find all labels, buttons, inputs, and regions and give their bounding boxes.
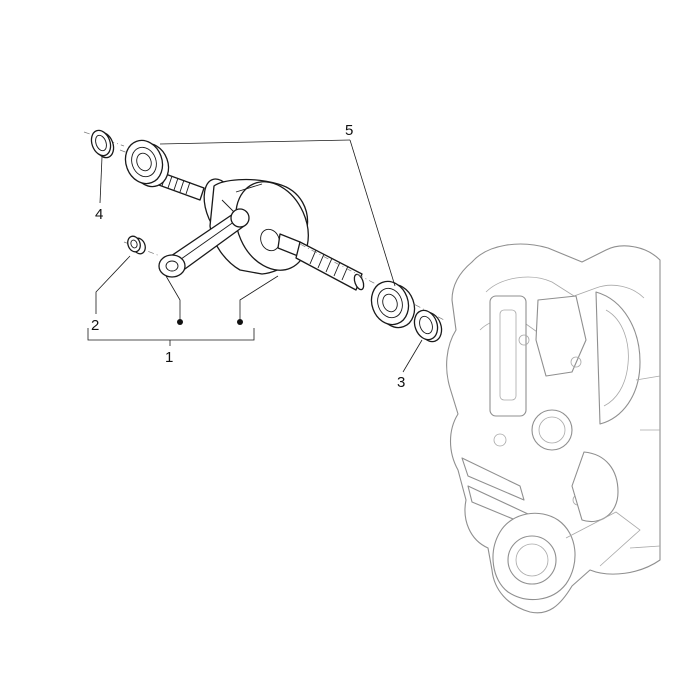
callout-5: 5 <box>345 122 353 139</box>
callout-1: 1 <box>165 349 173 366</box>
ball-bearing-right <box>370 280 416 329</box>
needle-bearing <box>123 235 161 257</box>
oil-seal-left <box>83 129 125 159</box>
ball-bearing-left <box>119 139 170 188</box>
crankshaft-assembly <box>149 167 445 321</box>
callout-2: 2 <box>91 317 99 334</box>
leader-lines <box>87 139 423 373</box>
crankcase-housing <box>446 243 661 614</box>
marker-dot-1 <box>177 319 183 325</box>
oil-seal-right <box>413 309 443 343</box>
callout-4: 4 <box>95 206 103 223</box>
callout-3: 3 <box>397 374 405 391</box>
marker-dot-2 <box>237 319 243 325</box>
